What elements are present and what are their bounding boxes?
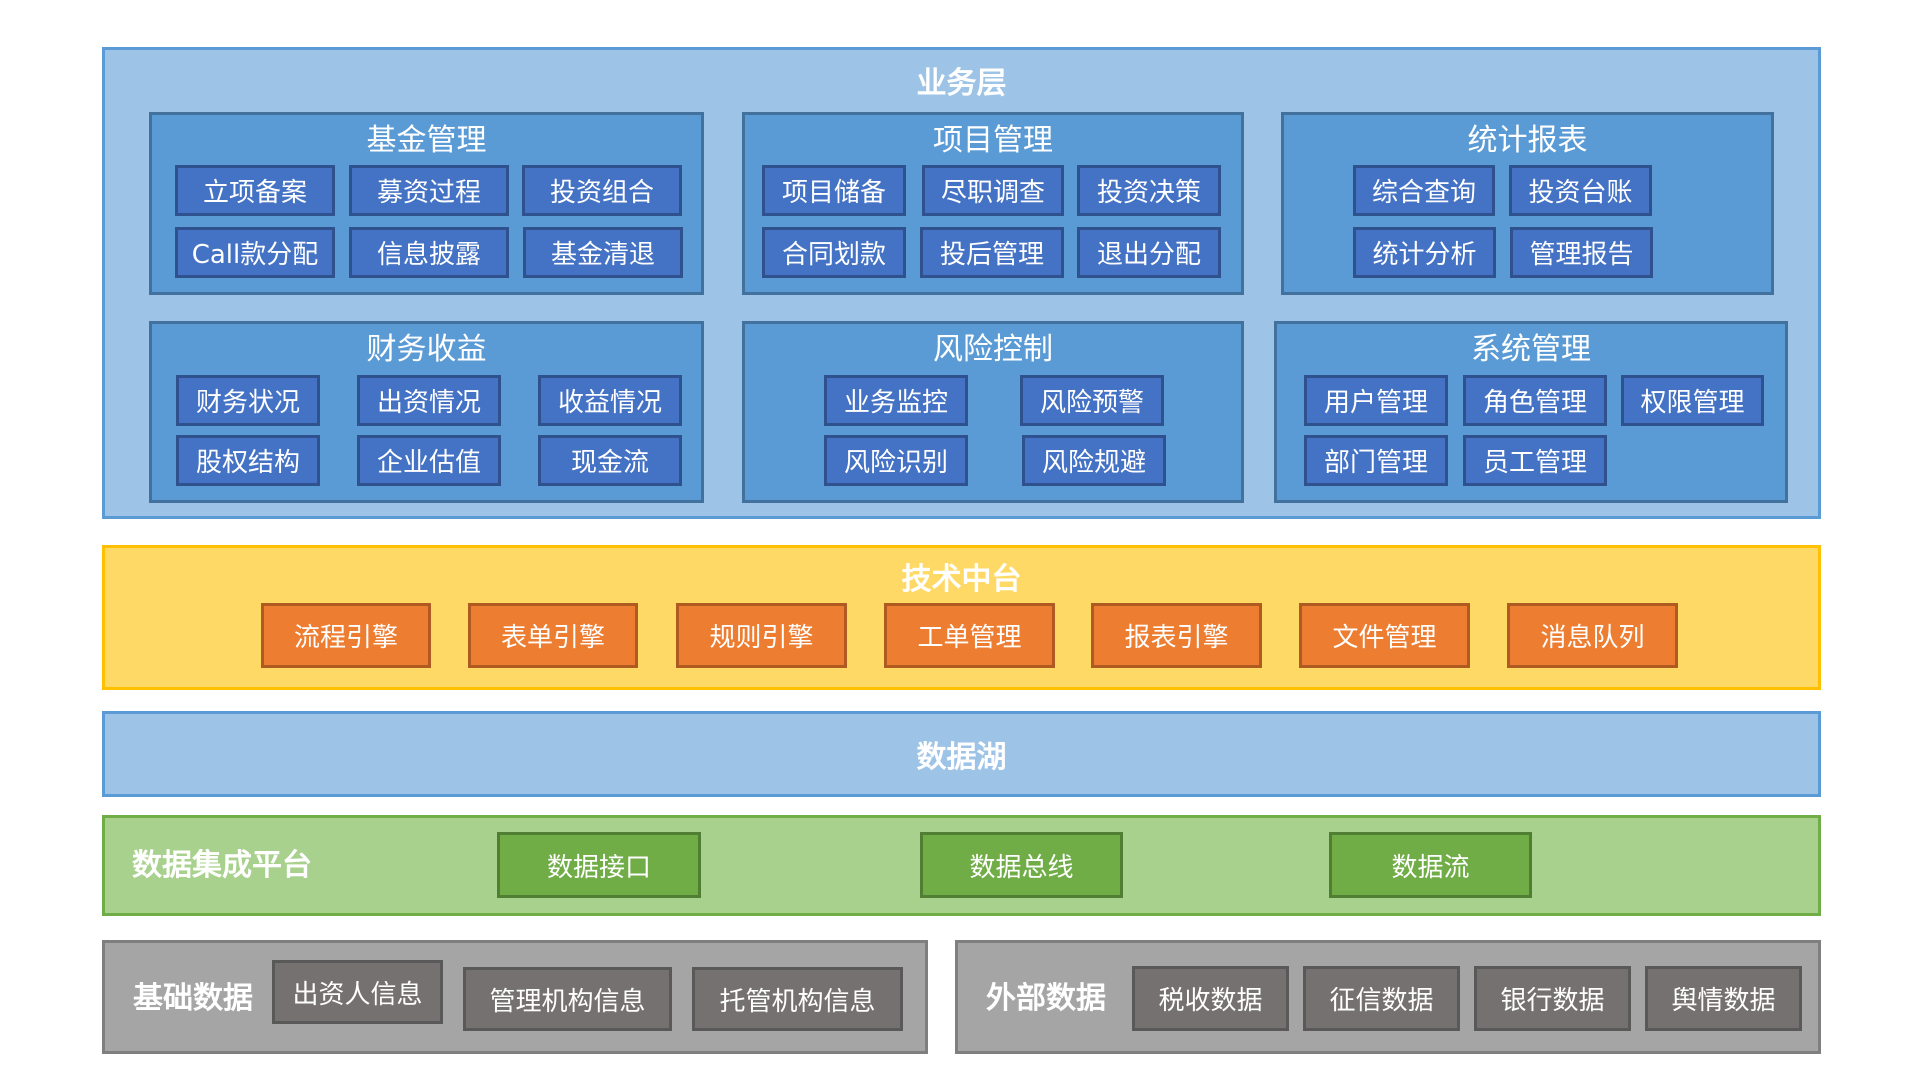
tech-platform-title: 技术中台 bbox=[901, 562, 1022, 597]
item-cash-flow[interactable]: 现金流 bbox=[538, 435, 682, 486]
tech-item-rule-engine[interactable]: 规则引擎 bbox=[676, 603, 847, 668]
item-risk-identification[interactable]: 风险识别 bbox=[824, 435, 968, 486]
external-item-credit-data[interactable]: 征信数据 bbox=[1303, 966, 1460, 1031]
item-investment-ledger[interactable]: 投资台账 bbox=[1509, 165, 1652, 216]
basic-item-custodian-info[interactable]: 托管机构信息 bbox=[692, 967, 903, 1031]
item-department-management[interactable]: 部门管理 bbox=[1304, 435, 1448, 486]
basic-item-manager-info[interactable]: 管理机构信息 bbox=[463, 967, 672, 1031]
external-data-title: 外部数据 bbox=[986, 981, 1106, 1016]
item-returns-status[interactable]: 收益情况 bbox=[538, 375, 682, 426]
item-exit-distribution[interactable]: 退出分配 bbox=[1077, 227, 1221, 278]
item-statistical-analysis[interactable]: 统计分析 bbox=[1353, 227, 1496, 278]
item-equity-structure[interactable]: 股权结构 bbox=[176, 435, 320, 486]
item-financial-status[interactable]: 财务状况 bbox=[176, 375, 320, 426]
module-title: 基金管理 bbox=[366, 123, 487, 158]
business-layer-title: 业务层 bbox=[916, 66, 1007, 101]
module-title: 财务收益 bbox=[366, 332, 487, 367]
item-comprehensive-query[interactable]: 综合查询 bbox=[1353, 165, 1495, 216]
item-management-report[interactable]: 管理报告 bbox=[1510, 227, 1653, 278]
item-fundraising[interactable]: 募资过程 bbox=[349, 165, 509, 216]
tech-item-ticket-management[interactable]: 工单管理 bbox=[884, 603, 1055, 668]
integration-item-data-bus[interactable]: 数据总线 bbox=[920, 832, 1123, 898]
item-employee-management[interactable]: 员工管理 bbox=[1463, 435, 1607, 486]
item-business-monitoring[interactable]: 业务监控 bbox=[824, 375, 968, 426]
item-project-reserve[interactable]: 项目储备 bbox=[762, 165, 906, 216]
module-title: 系统管理 bbox=[1471, 332, 1591, 367]
item-capital-call[interactable]: Call款分配 bbox=[175, 227, 335, 278]
item-disclosure[interactable]: 信息披露 bbox=[349, 227, 509, 278]
module-title: 统计报表 bbox=[1467, 123, 1588, 158]
module-title: 项目管理 bbox=[933, 123, 1053, 158]
tech-item-file-management[interactable]: 文件管理 bbox=[1299, 603, 1470, 668]
item-portfolio[interactable]: 投资组合 bbox=[522, 165, 682, 216]
item-role-management[interactable]: 角色管理 bbox=[1463, 375, 1607, 426]
module-risk-control: 风险控制 bbox=[742, 321, 1244, 503]
basic-data-title: 基础数据 bbox=[133, 981, 253, 1016]
item-due-diligence[interactable]: 尽职调查 bbox=[922, 165, 1064, 216]
item-contract-payment[interactable]: 合同划款 bbox=[762, 227, 906, 278]
integration-item-data-interface[interactable]: 数据接口 bbox=[497, 832, 701, 898]
external-item-bank-data[interactable]: 银行数据 bbox=[1474, 966, 1631, 1031]
item-investment-decision[interactable]: 投资决策 bbox=[1077, 165, 1221, 216]
external-item-tax-data[interactable]: 税收数据 bbox=[1132, 966, 1289, 1031]
item-permission-management[interactable]: 权限管理 bbox=[1621, 375, 1764, 426]
basic-item-investor-info[interactable]: 出资人信息 bbox=[272, 960, 443, 1024]
item-fund-liquidation[interactable]: 基金清退 bbox=[523, 227, 683, 278]
tech-item-workflow-engine[interactable]: 流程引擎 bbox=[261, 603, 431, 668]
item-risk-avoidance[interactable]: 风险规避 bbox=[1022, 435, 1166, 486]
tech-item-message-queue[interactable]: 消息队列 bbox=[1507, 603, 1678, 668]
item-post-investment[interactable]: 投后管理 bbox=[920, 227, 1064, 278]
integration-item-data-stream[interactable]: 数据流 bbox=[1329, 832, 1532, 898]
external-item-sentiment-data[interactable]: 舆情数据 bbox=[1645, 966, 1802, 1031]
data-lake-layer: 数据湖 bbox=[102, 711, 1821, 797]
module-title: 风险控制 bbox=[933, 332, 1053, 367]
item-risk-warning[interactable]: 风险预警 bbox=[1020, 375, 1164, 426]
tech-item-report-engine[interactable]: 报表引擎 bbox=[1091, 603, 1262, 668]
item-user-management[interactable]: 用户管理 bbox=[1304, 375, 1448, 426]
tech-item-form-engine[interactable]: 表单引擎 bbox=[468, 603, 638, 668]
integration-platform-title: 数据集成平台 bbox=[132, 848, 312, 883]
item-project-filing[interactable]: 立项备案 bbox=[175, 165, 335, 216]
item-contribution-status[interactable]: 出资情况 bbox=[357, 375, 501, 426]
item-enterprise-valuation[interactable]: 企业估值 bbox=[357, 435, 501, 486]
